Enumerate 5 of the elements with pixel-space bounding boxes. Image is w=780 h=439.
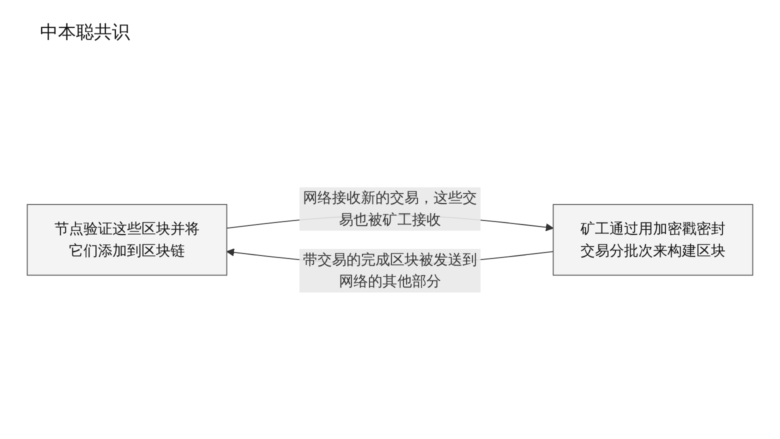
node-box: 矿工通过用加密戳密封交易分批次来构建区块 [552,204,754,276]
edge-label: 带交易的完成区块被发送到网络的其他部分 [302,250,478,290]
edge-label: 网络接收新的交易，这些交易也被矿工接收 [302,189,478,228]
node-box: 节点验证这些区块并将它们添加到区块链 [26,204,228,276]
diagram-title: 中本聪共识 [40,21,130,44]
